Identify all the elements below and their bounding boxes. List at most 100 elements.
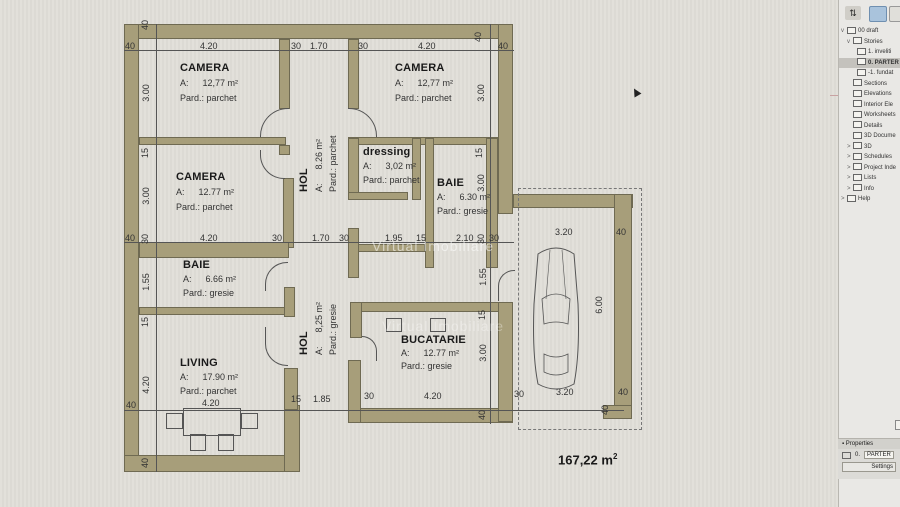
wall-baie2-bottom — [139, 307, 289, 315]
dim-mid-camera3: 4.20 — [200, 233, 218, 243]
dim-mid-30-b: 30 — [339, 233, 350, 243]
door-arc — [348, 108, 377, 137]
dim-left-camera1: 3.00 — [140, 84, 151, 102]
list-icon — [853, 173, 862, 181]
room-area: A:6.30 m² — [437, 192, 491, 202]
wall-camera3-right — [283, 178, 294, 248]
door-arc — [265, 327, 288, 366]
dim-bottom-30-b: 30 — [514, 389, 525, 399]
room-floor: Pard.: parchet — [180, 93, 237, 103]
project-map-button[interactable] — [869, 6, 887, 22]
properties-id-row: 0. PARTER — [838, 449, 900, 461]
dim-garage-length: 6.00 — [593, 296, 604, 314]
info-icon — [853, 184, 862, 192]
worksheet-icon — [853, 110, 862, 118]
wall-camera2-bottom — [348, 137, 498, 145]
wall-garage-bottom-right — [603, 405, 632, 419]
room-name: HOL — [298, 331, 310, 355]
dim-mid-15: 15 — [416, 233, 427, 243]
floor-plan-canvas[interactable]: 40 4.20 30 1.70 30 4.20 40 40 30 4.20 30… — [0, 0, 838, 507]
id-field[interactable]: PARTER — [864, 451, 894, 459]
dim-garage-wall-top: 40 — [616, 227, 627, 237]
tree-item-worksheets[interactable]: Worksheets — [839, 110, 900, 121]
room-floor: Pard.: gresie — [183, 288, 235, 298]
tree-item-story-minus-1[interactable]: -1. fundat — [839, 68, 900, 79]
wall-garage-top — [513, 194, 633, 208]
tree-item-story-1[interactable]: 1. inveliti — [839, 47, 900, 58]
room-name: HOL — [298, 168, 310, 192]
chair — [218, 434, 234, 451]
folder-button[interactable] — [889, 6, 900, 22]
project-index-icon — [853, 163, 862, 171]
wall-top — [124, 24, 512, 39]
dim-right-40-top: 40 — [473, 31, 484, 43]
dim-mid-baie: 2.10 — [456, 233, 474, 243]
room-floor: Pard.: parchet — [180, 386, 237, 396]
story-icon — [857, 47, 866, 55]
chair — [190, 434, 206, 451]
room-floor: Pard.: gresie — [328, 303, 338, 355]
wall-living-right-upper — [284, 368, 298, 410]
room-area: A:17.90 m² — [180, 372, 239, 382]
wall-baie1-left — [425, 138, 434, 268]
properties-header[interactable]: ▪ Properties — [838, 439, 900, 449]
schedule-icon — [853, 152, 862, 160]
tree-item-interior-elevations[interactable]: Interior Ele — [839, 100, 900, 111]
tree-item-details[interactable]: Details — [839, 121, 900, 132]
car-icon — [533, 247, 579, 390]
dim-bottom-40: 40 — [126, 400, 137, 410]
3d-icon — [853, 142, 862, 150]
dim-right-camera2: 3.00 — [475, 84, 486, 102]
tree-item-story-0-parter[interactable]: 0. PARTER — [839, 57, 900, 68]
chair — [166, 413, 183, 429]
dim-garage-width-bottom: 3.20 — [556, 387, 574, 397]
tree-item-lists[interactable]: >Lists — [847, 173, 877, 181]
wall-right-upper — [498, 24, 513, 214]
elevation-icon — [853, 89, 862, 97]
dim-left-baie2: 1.55 — [140, 273, 151, 291]
tree-item-elevations[interactable]: Elevations — [839, 89, 900, 100]
tree-item-help[interactable]: >Help — [841, 194, 871, 202]
tree-item-3d[interactable]: >3D — [847, 142, 872, 150]
dim-mid-40: 40 — [125, 233, 136, 243]
dim-bottom-30-a: 30 — [364, 391, 375, 401]
wall-dressing-left — [348, 138, 359, 198]
dim-mid-hall: 1.70 — [312, 233, 330, 243]
room-area: A:12.77 m² — [176, 187, 235, 197]
dim-mid-dressing: 1.95 — [385, 233, 403, 243]
dim-mid-30-c: 30 — [489, 233, 500, 243]
tree-item-info[interactable]: >Info — [847, 184, 875, 192]
id-label: 0. — [855, 452, 861, 458]
room-area: A:8.26 m² — [314, 138, 324, 192]
story-icon — [857, 58, 866, 66]
tree-item-schedules[interactable]: >Schedules — [847, 152, 893, 160]
dim-line-left — [156, 24, 157, 472]
tree-item-3d-documents[interactable]: 3D Docume — [839, 131, 900, 142]
view-map-button[interactable]: ⇅ — [845, 6, 861, 20]
room-floor: Pard.: parchet — [363, 175, 420, 185]
dim-garage-bottom-40: 40 — [600, 404, 611, 416]
watermark: Virtual Imobiliare — [372, 238, 495, 254]
room-name: CAMERA — [176, 171, 226, 183]
wall-hall-divider-left — [348, 228, 359, 278]
settings-button[interactable]: Settings — [842, 462, 896, 472]
navigator-toolbar: ⇅ — [841, 4, 900, 24]
room-floor: Pard.: parchet — [176, 202, 233, 212]
panel-small-button[interactable] — [895, 420, 900, 430]
tree-item-sections[interactable]: Sections — [839, 79, 900, 90]
room-floor: Pard.: parchet — [395, 93, 452, 103]
dim-left-living: 4.20 — [140, 376, 151, 394]
room-area: A:3,02 m² — [363, 161, 417, 171]
dim-line-bottom — [124, 410, 624, 411]
dim-left-camera3: 3.00 — [140, 187, 151, 205]
story-icon — [857, 68, 866, 76]
tree-item-project-indexes[interactable]: >Project Inde — [847, 163, 897, 171]
wall-kitchen-right — [498, 302, 513, 422]
panel-scroll-area[interactable] — [839, 210, 900, 420]
room-area: A:6.66 m² — [183, 274, 237, 284]
dim-left-15-b: 15 — [140, 316, 151, 328]
